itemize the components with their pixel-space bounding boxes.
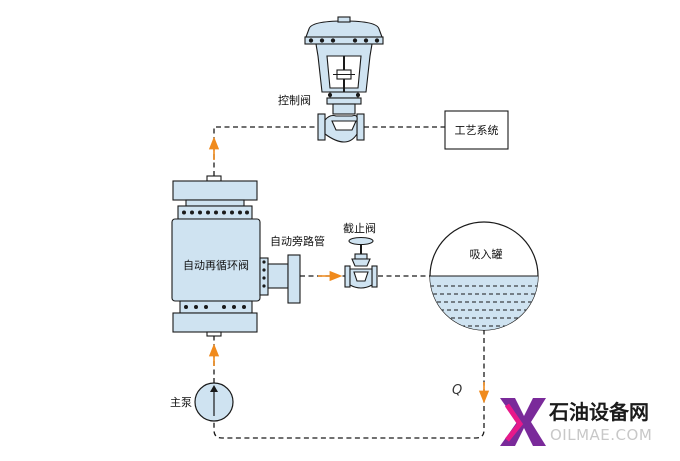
- watermark-logo: [500, 398, 546, 446]
- flow-label: Q: [452, 383, 462, 398]
- actuator-ring: [304, 36, 384, 45]
- bypass-pipe-label: 自动旁路管: [270, 234, 325, 248]
- watermark-english: OILMAE.COM: [550, 426, 652, 444]
- recirc-top-flange: [172, 180, 258, 201]
- control-valve-flange-right: [356, 113, 365, 141]
- suction-tank-label: 吸入罐: [470, 248, 503, 261]
- suction-tank[interactable]: 吸入罐: [428, 221, 540, 332]
- actuator-diaphragm: [305, 20, 383, 38]
- process-system[interactable]: 工艺系统: [444, 110, 509, 150]
- stop-valve-label: 截止阀: [343, 221, 376, 235]
- stop-valve-handwheel: [348, 236, 374, 246]
- stop-valve[interactable]: [344, 236, 378, 289]
- bypass-flange: [287, 254, 301, 304]
- recirc-bottom-flange: [172, 312, 258, 333]
- process-system-box: [444, 110, 509, 150]
- pump-arrow-icon: [210, 385, 218, 392]
- recirc-top-pipe: [206, 175, 222, 182]
- pipe-recirc-to-control-valve: [213, 126, 318, 176]
- watermark: 石油设备网 OILMAE.COM: [500, 398, 652, 446]
- suction-tank-liquid: [430, 276, 538, 330]
- control-valve[interactable]: [304, 16, 384, 143]
- valve-bonnet-upper: [329, 91, 359, 99]
- process-system-label: 工艺系统: [455, 124, 499, 137]
- valve-bonnet-lower: [326, 97, 362, 105]
- watermark-chinese: 石油设备网: [548, 400, 649, 424]
- pipe-tank-to-pump: [213, 321, 485, 439]
- main-pump[interactable]: 主泵: [170, 382, 234, 422]
- flow-arrows: [208, 136, 490, 404]
- main-pump-label: 主泵: [170, 396, 192, 409]
- auto-recirculation-valve[interactable]: [171, 175, 301, 337]
- recirc-valve-label: 自动再循环阀: [183, 258, 249, 272]
- control-valve-flange-left: [317, 113, 326, 141]
- actuator-top-nut: [337, 16, 351, 23]
- control-valve-label: 控制阀: [278, 93, 311, 107]
